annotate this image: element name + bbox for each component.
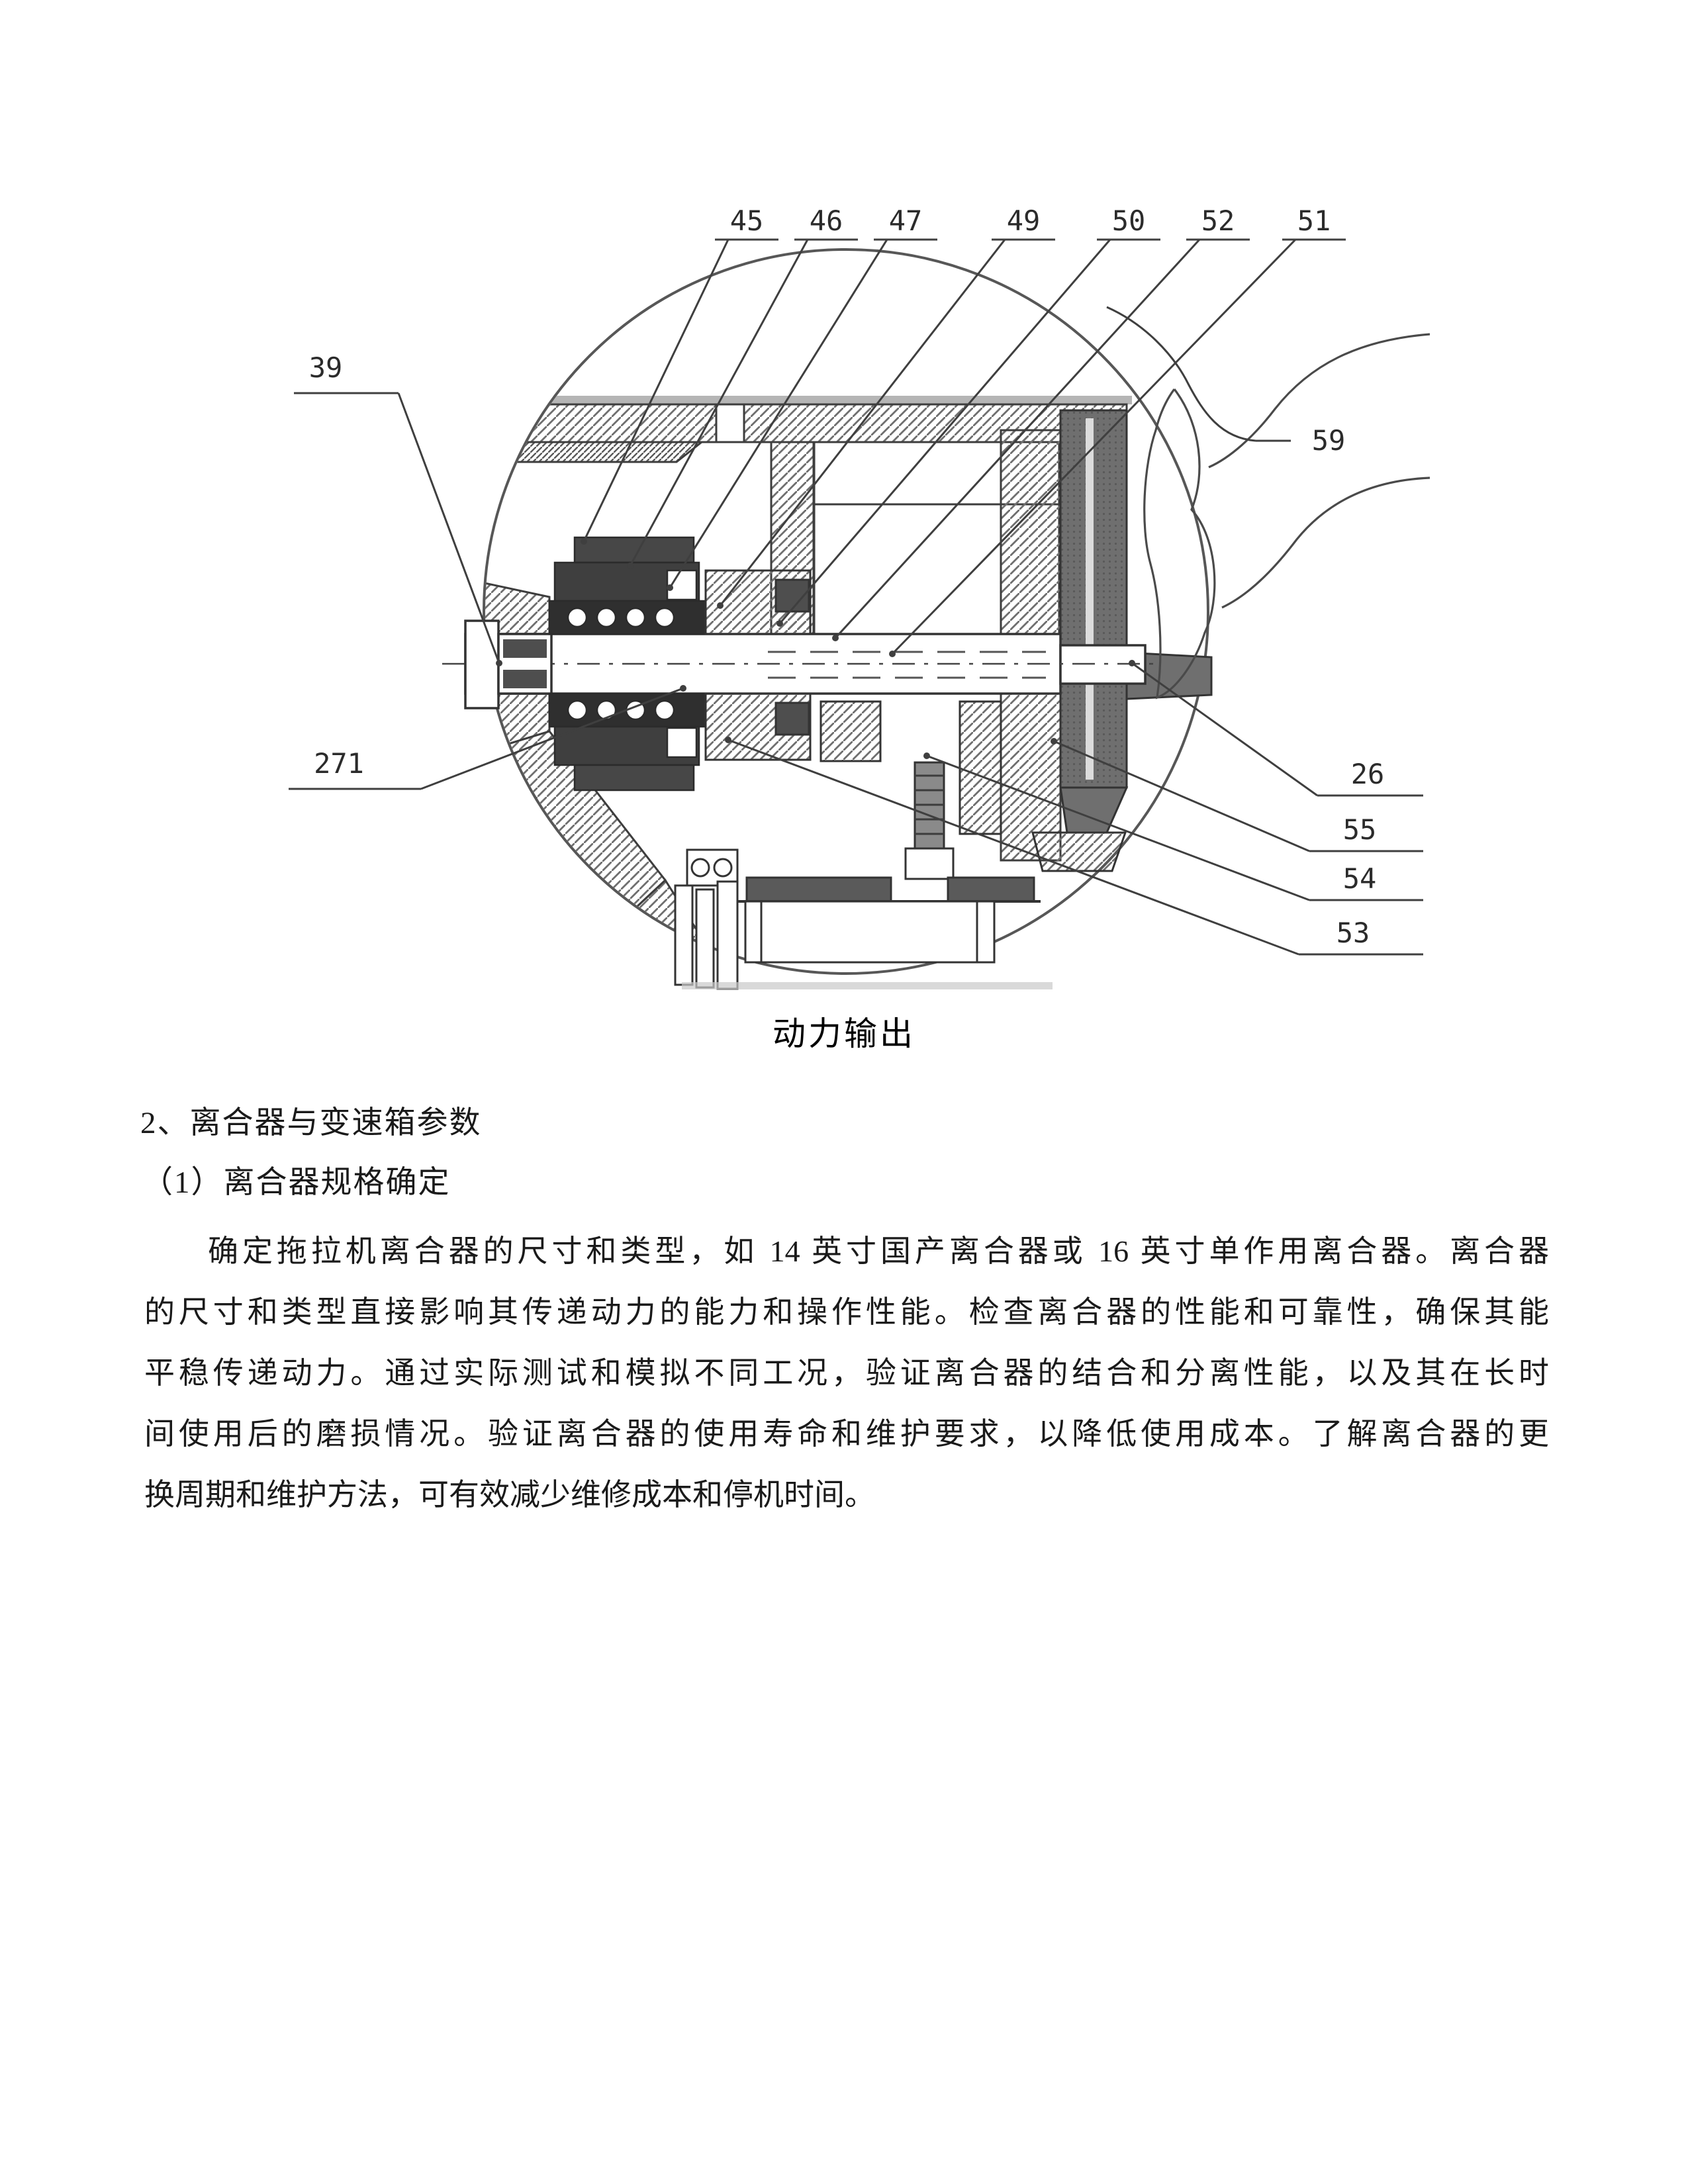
paragraph-line: 的尺寸和类型直接影响其传递动力的能力和操作性能。检查离合器的性能和可靠性，确保其…: [144, 1295, 1549, 1329]
housing-top-gray-line: [500, 396, 1132, 404]
wall-notch: [715, 403, 745, 443]
fender-contours-group: [1143, 333, 1430, 700]
clutch-pack-group: [548, 536, 707, 792]
part-label-59: 59: [1106, 306, 1346, 457]
part-label-52: 52: [832, 205, 1250, 641]
part-label-text: 53: [1336, 917, 1370, 949]
part-label-text: 49: [1007, 205, 1041, 237]
part-label-45: 45: [581, 205, 778, 545]
part-label-text: 47: [889, 205, 923, 237]
part-label-46: 46: [627, 205, 858, 569]
gear-blocks-group: [704, 569, 1002, 835]
wall-rib: [485, 441, 705, 463]
part-labels-group: 45 46 47 49 50 52 51: [289, 205, 1423, 956]
body-paragraph: 确定拖拉机离合器的尺寸和类型，如 14 英寸国产离合器或 16 英寸单作用离合器…: [144, 1221, 1549, 1525]
output-flange-group: [1031, 409, 1213, 872]
part-label-271: 271: [289, 685, 686, 790]
part-label-text: 45: [730, 205, 764, 237]
part-label-text: 26: [1351, 758, 1385, 790]
pto-section-figure: 45 46 47 49 50 52 51: [0, 0, 1688, 1085]
part-label-text: 55: [1343, 813, 1377, 846]
paragraph-line: 平稳传递动力。通过实际测试和模拟不同工况，验证离合器的结合和分离性能，以及其在长…: [144, 1356, 1549, 1390]
part-label-51: 51: [889, 205, 1346, 657]
part-label-text: 54: [1343, 862, 1377, 895]
pto-diagram-svg: 45 46 47 49 50 52 51: [289, 205, 1430, 990]
paragraph-line: 换周期和维护方法，可有效减少维修成本和停机时间。: [144, 1478, 875, 1512]
part-label-55: 55: [1051, 738, 1423, 852]
figure-caption: 动力输出: [773, 1015, 915, 1052]
sub-heading: （1）离合器规格确定: [142, 1165, 451, 1200]
part-label-text: 39: [309, 351, 343, 384]
part-label-47: 47: [667, 205, 937, 591]
bottom-assembly-group: [674, 761, 1053, 990]
part-label-39: 39: [294, 351, 502, 666]
part-label-text: 46: [810, 205, 843, 237]
part-label-text: 51: [1297, 205, 1331, 237]
paragraph-line: 确定拖拉机离合器的尺寸和类型，如 14 英寸国产离合器或 16 英寸单作用离合器…: [208, 1234, 1549, 1268]
part-label-26: 26: [1129, 660, 1423, 797]
part-label-text: 52: [1201, 205, 1235, 237]
part-label-text: 50: [1112, 205, 1146, 237]
part-label-54: 54: [923, 752, 1423, 901]
part-label-50: 50: [776, 205, 1160, 627]
paragraph-line: 间使用后的磨损情况。验证离合器的使用寿命和维护要求，以降低使用成本。了解离合器的…: [144, 1417, 1549, 1451]
part-label-text: 59: [1312, 424, 1346, 457]
part-label-53: 53: [725, 737, 1423, 956]
part-label-49: 49: [717, 205, 1055, 609]
part-label-text: 271: [314, 747, 364, 780]
section-heading: 2、离合器与变速箱参数: [140, 1106, 482, 1140]
